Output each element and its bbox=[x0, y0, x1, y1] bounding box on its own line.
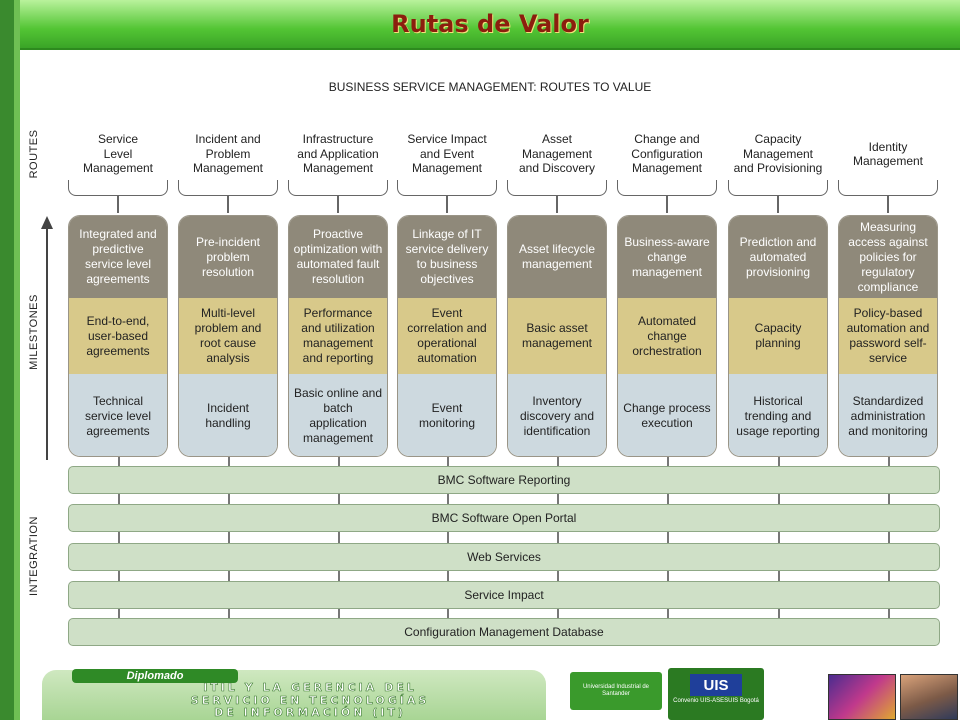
milestones-side-label: MILESTONES bbox=[28, 294, 40, 370]
route-label: Infrastructure and Application Managemen… bbox=[297, 132, 379, 176]
milestone-basic: Standardized administration and monitori… bbox=[839, 374, 937, 456]
integration-bar-cmdb: Configuration Management Database bbox=[68, 618, 940, 646]
route-label: Change and Configuration Management bbox=[631, 132, 703, 176]
milestone-intermediate: End-to-end, user-based agreements bbox=[69, 298, 167, 374]
route-label: Capacity Management and Provisioning bbox=[733, 132, 823, 176]
slide-title: Rutas de Valor bbox=[391, 10, 589, 38]
route-bracket-stem bbox=[117, 196, 119, 213]
footer-thumbnail-photo bbox=[900, 674, 958, 720]
route-bracket-stem bbox=[777, 196, 779, 213]
milestone-advanced: Measuring access against policies for re… bbox=[839, 216, 937, 298]
integration-connector bbox=[118, 457, 120, 625]
integration-connector bbox=[228, 457, 230, 625]
route-bracket-stem bbox=[887, 196, 889, 213]
routes-side-label: ROUTES bbox=[28, 129, 40, 179]
integration-bar-web-services: Web Services bbox=[68, 543, 940, 571]
milestone-pill: Proactive optimization with automated fa… bbox=[288, 215, 388, 457]
route-bracket-stem bbox=[556, 196, 558, 213]
route-column: Service Impact and Event Management bbox=[394, 128, 500, 213]
footer-tag: Diplomado bbox=[72, 669, 238, 683]
route-column: Identity Management bbox=[835, 128, 941, 213]
uis-logo: UIS bbox=[690, 674, 742, 696]
university-logo: Universidad Industrial de Santander bbox=[570, 672, 662, 710]
route-bracket bbox=[507, 180, 607, 196]
integration-connector bbox=[888, 457, 890, 625]
milestone-advanced: Integrated and predictive service level … bbox=[69, 216, 167, 298]
integration-connector bbox=[557, 457, 559, 625]
route-bracket-stem bbox=[227, 196, 229, 213]
route-bracket bbox=[838, 180, 938, 196]
uis-logo-box: UIS Convenio UIS-ASESUIS Bogotá bbox=[668, 668, 764, 720]
integration-bar-reporting: BMC Software Reporting bbox=[68, 466, 940, 494]
milestone-advanced: Linkage of IT service delivery to busine… bbox=[398, 216, 496, 298]
milestone-advanced: Proactive optimization with automated fa… bbox=[289, 216, 387, 298]
milestone-basic: Incident handling bbox=[179, 374, 277, 456]
milestone-basic: Technical service level agreements bbox=[69, 374, 167, 456]
route-bracket bbox=[728, 180, 828, 196]
milestone-basic: Inventory discovery and identification bbox=[508, 374, 606, 456]
integration-connector bbox=[778, 457, 780, 625]
route-label: Service Impact and Event Management bbox=[407, 132, 487, 176]
left-accent-bar-inner bbox=[14, 0, 20, 720]
integration-connector bbox=[667, 457, 669, 625]
milestone-pill: Integrated and predictive service level … bbox=[68, 215, 168, 457]
route-bracket bbox=[288, 180, 388, 196]
route-column: Infrastructure and Application Managemen… bbox=[285, 128, 391, 213]
title-bar: Rutas de Valor bbox=[20, 0, 960, 50]
milestone-advanced: Business-aware change management bbox=[618, 216, 716, 298]
route-label: Asset Management and Discovery bbox=[518, 132, 596, 176]
milestone-intermediate: Performance and utilization management a… bbox=[289, 298, 387, 374]
milestone-advanced: Pre-incident problem resolution bbox=[179, 216, 277, 298]
milestone-intermediate: Capacity planning bbox=[729, 298, 827, 374]
milestone-intermediate: Policy-based automation and password sel… bbox=[839, 298, 937, 374]
route-bracket-stem bbox=[666, 196, 668, 213]
route-bracket-stem bbox=[446, 196, 448, 213]
left-accent-bar bbox=[0, 0, 14, 720]
route-bracket bbox=[397, 180, 497, 196]
route-bracket bbox=[617, 180, 717, 196]
milestone-pill: Linkage of IT service delivery to busine… bbox=[397, 215, 497, 457]
integration-bar-open-portal: BMC Software Open Portal bbox=[68, 504, 940, 532]
route-label: Service Level Management bbox=[82, 132, 154, 176]
route-column: Change and Configuration Management bbox=[614, 128, 720, 213]
milestone-pill: Measuring access against policies for re… bbox=[838, 215, 938, 457]
integration-connector bbox=[338, 457, 340, 625]
footer-thumbnail-graphic bbox=[828, 674, 896, 720]
milestone-intermediate: Basic asset management bbox=[508, 298, 606, 374]
route-column: Service Level Management bbox=[65, 128, 171, 213]
footer-line-2: SERVICIO EN TECNOLOGÍAS bbox=[190, 694, 430, 708]
milestone-basic: Event monitoring bbox=[398, 374, 496, 456]
milestone-advanced: Prediction and automated provisioning bbox=[729, 216, 827, 298]
milestone-intermediate: Automated change orchestration bbox=[618, 298, 716, 374]
integration-bar-service-impact: Service Impact bbox=[68, 581, 940, 609]
milestone-arrow-head bbox=[41, 216, 53, 229]
milestone-intermediate: Event correlation and operational automa… bbox=[398, 298, 496, 374]
route-column: Incident and Problem Management bbox=[175, 128, 281, 213]
route-label: Incident and Problem Management bbox=[192, 132, 264, 176]
route-column: Asset Management and Discovery bbox=[504, 128, 610, 213]
route-column: Capacity Management and Provisioning bbox=[725, 128, 831, 213]
milestone-advanced: Asset lifecycle management bbox=[508, 216, 606, 298]
integration-side-label: INTEGRATION bbox=[28, 516, 40, 596]
integration-connector bbox=[447, 457, 449, 625]
agreement-text: Convenio UIS-ASESUIS Bogotá bbox=[673, 698, 759, 704]
footer-line-3: DE INFORMACIÓN (IT) bbox=[214, 706, 406, 720]
milestone-basic: Basic online and batch application manag… bbox=[289, 374, 387, 456]
footer-line-1: ITIL Y LA GERENCIA DEL bbox=[203, 681, 417, 695]
milestone-intermediate: Multi-level problem and root cause analy… bbox=[179, 298, 277, 374]
route-bracket bbox=[68, 180, 168, 196]
milestone-basic: Historical trending and usage reporting bbox=[729, 374, 827, 456]
route-bracket-stem bbox=[337, 196, 339, 213]
diagram-title: BUSINESS SERVICE MANAGEMENT: ROUTES TO V… bbox=[328, 80, 652, 94]
milestone-arrow-line bbox=[46, 228, 48, 460]
milestone-basic: Change process execution bbox=[618, 374, 716, 456]
route-label: Identity Management bbox=[852, 139, 924, 169]
route-bracket bbox=[178, 180, 278, 196]
